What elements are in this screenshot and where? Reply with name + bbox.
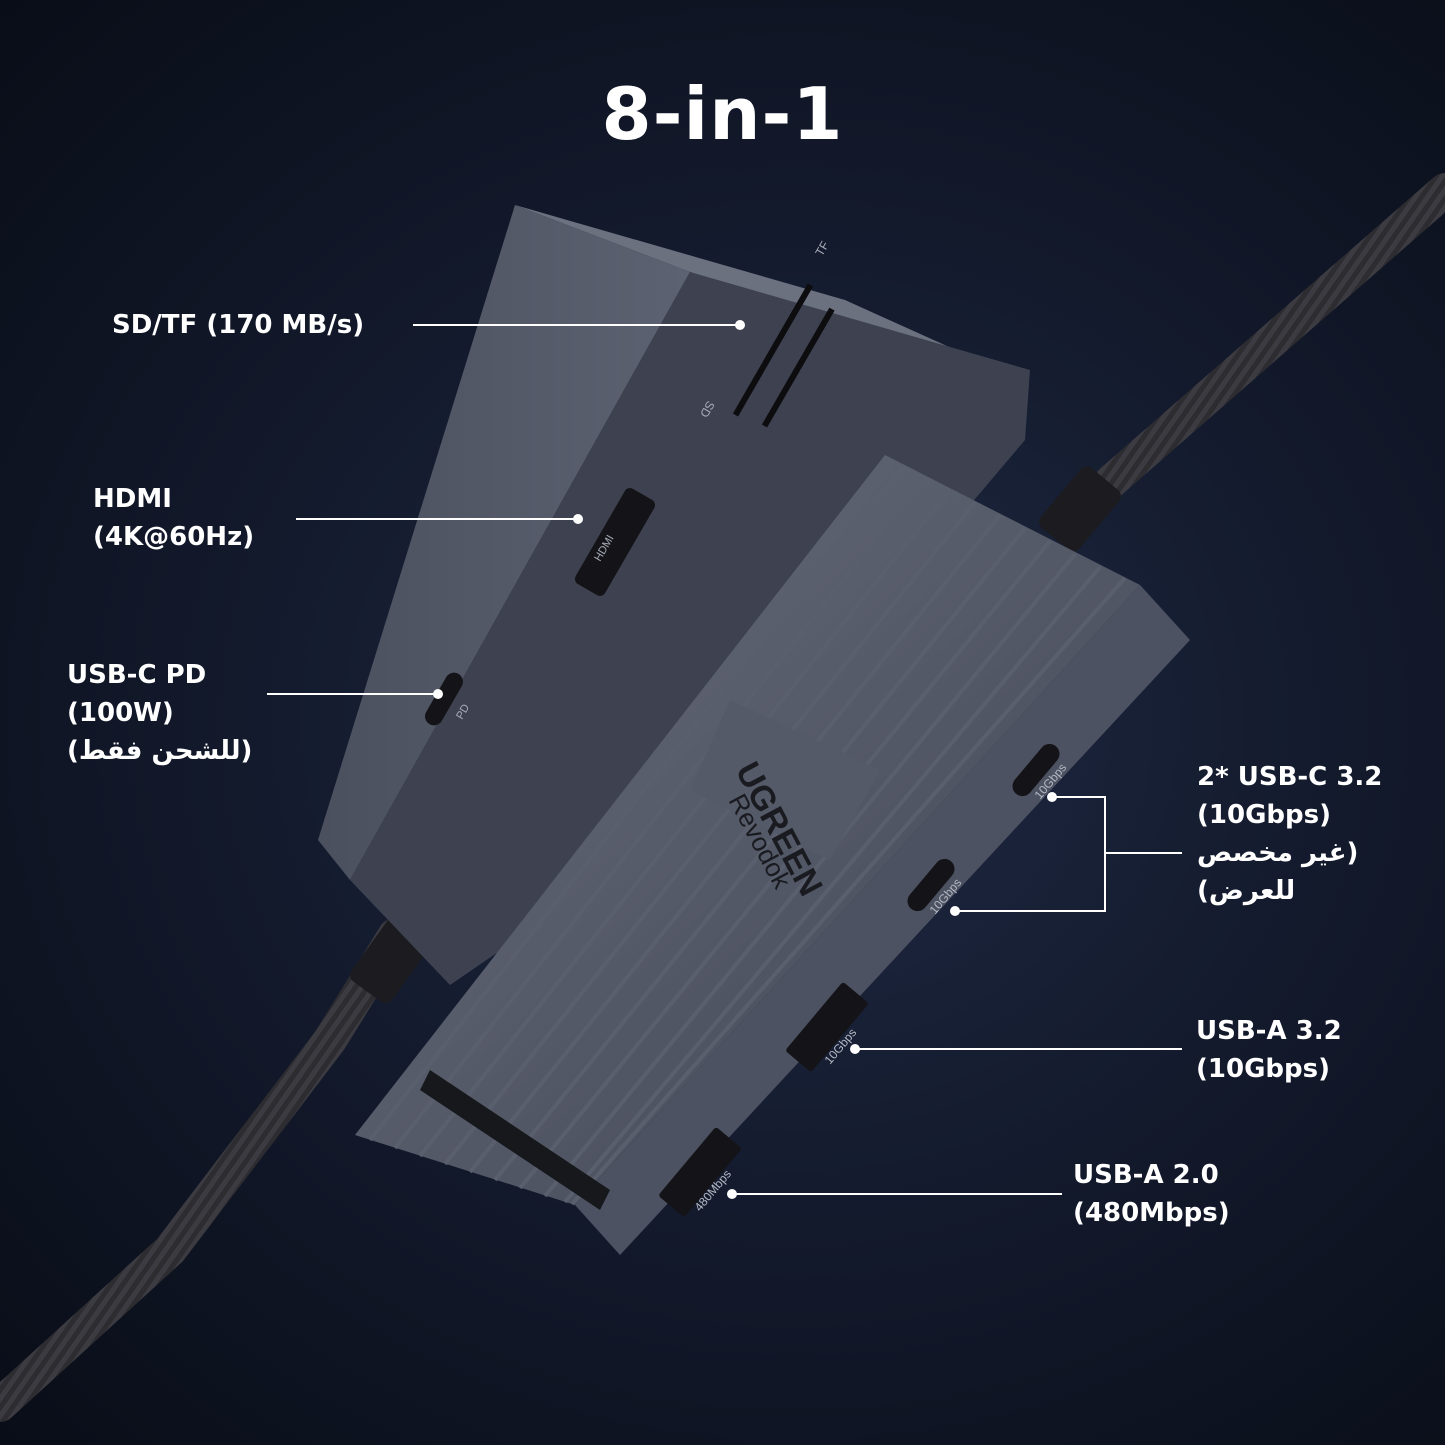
callout-text: USB-A 2.0 bbox=[1073, 1160, 1219, 1190]
usb-c-port-1 bbox=[1012, 743, 1060, 797]
callout-label-usbc32: 2* USB-C 3.2 (10Gbps) (غير مخصص للعرض) bbox=[1197, 758, 1382, 910]
callout-text: للعرض) bbox=[1197, 876, 1296, 906]
hdmi-port bbox=[574, 488, 656, 596]
callout-dot-usbc-1 bbox=[1047, 792, 1057, 802]
callout-dot-hdmi bbox=[573, 514, 583, 524]
callout-label-usbc-pd: USB-C PD (100W) (للشحن فقط) bbox=[67, 656, 252, 770]
callout-label-usba20: USB-A 2.0 (480Mbps) bbox=[1073, 1156, 1230, 1232]
callout-text: (للشحن فقط) bbox=[67, 736, 253, 766]
callout-dot-usba20 bbox=[727, 1189, 737, 1199]
callout-text: SD/TF (170 MB/s) bbox=[112, 310, 365, 340]
usb-c-pd-port bbox=[425, 672, 463, 726]
callout-text: (10Gbps) bbox=[1196, 1054, 1330, 1084]
callout-label-usba32: USB-A 3.2 (10Gbps) bbox=[1196, 1012, 1342, 1088]
callout-dot-usbc-pd bbox=[433, 689, 443, 699]
cable bbox=[1043, 173, 1445, 537]
callout-text: (480Mbps) bbox=[1073, 1198, 1230, 1228]
callout-dot-usbc-2 bbox=[950, 906, 960, 916]
usb-a-2-0-port bbox=[659, 1127, 741, 1217]
callout-text: (100W) bbox=[67, 698, 174, 728]
tf-slot bbox=[761, 307, 835, 428]
callout-text: (غير مخصص bbox=[1197, 838, 1359, 868]
callout-text: (4K@60Hz) bbox=[93, 522, 255, 552]
usb-c-port-2 bbox=[907, 858, 955, 912]
page-title: 8-in-1 bbox=[601, 72, 844, 156]
callout-label-hdmi: HDMI (4K@60Hz) bbox=[93, 480, 254, 556]
callout-text: 2* USB-C 3.2 bbox=[1197, 762, 1383, 792]
front-hub bbox=[355, 455, 1190, 1255]
callout-text: USB-A 3.2 bbox=[1196, 1016, 1342, 1046]
callout-text: HDMI bbox=[93, 484, 172, 514]
sd-slot bbox=[732, 283, 814, 417]
callout-label-sdtf: SD/TF (170 MB/s) bbox=[112, 306, 364, 344]
callout-text: USB-C PD bbox=[67, 660, 207, 690]
tf-marking: TF bbox=[812, 239, 831, 259]
cable-sleeve bbox=[1039, 466, 1121, 552]
callout-dot-usba32 bbox=[850, 1044, 860, 1054]
cable bbox=[0, 918, 412, 1422]
back-hub bbox=[318, 205, 1030, 985]
callout-dot-sdtf bbox=[735, 320, 745, 330]
callout-text: (10Gbps) bbox=[1197, 800, 1331, 830]
usb-a-3-2-port bbox=[786, 982, 868, 1072]
